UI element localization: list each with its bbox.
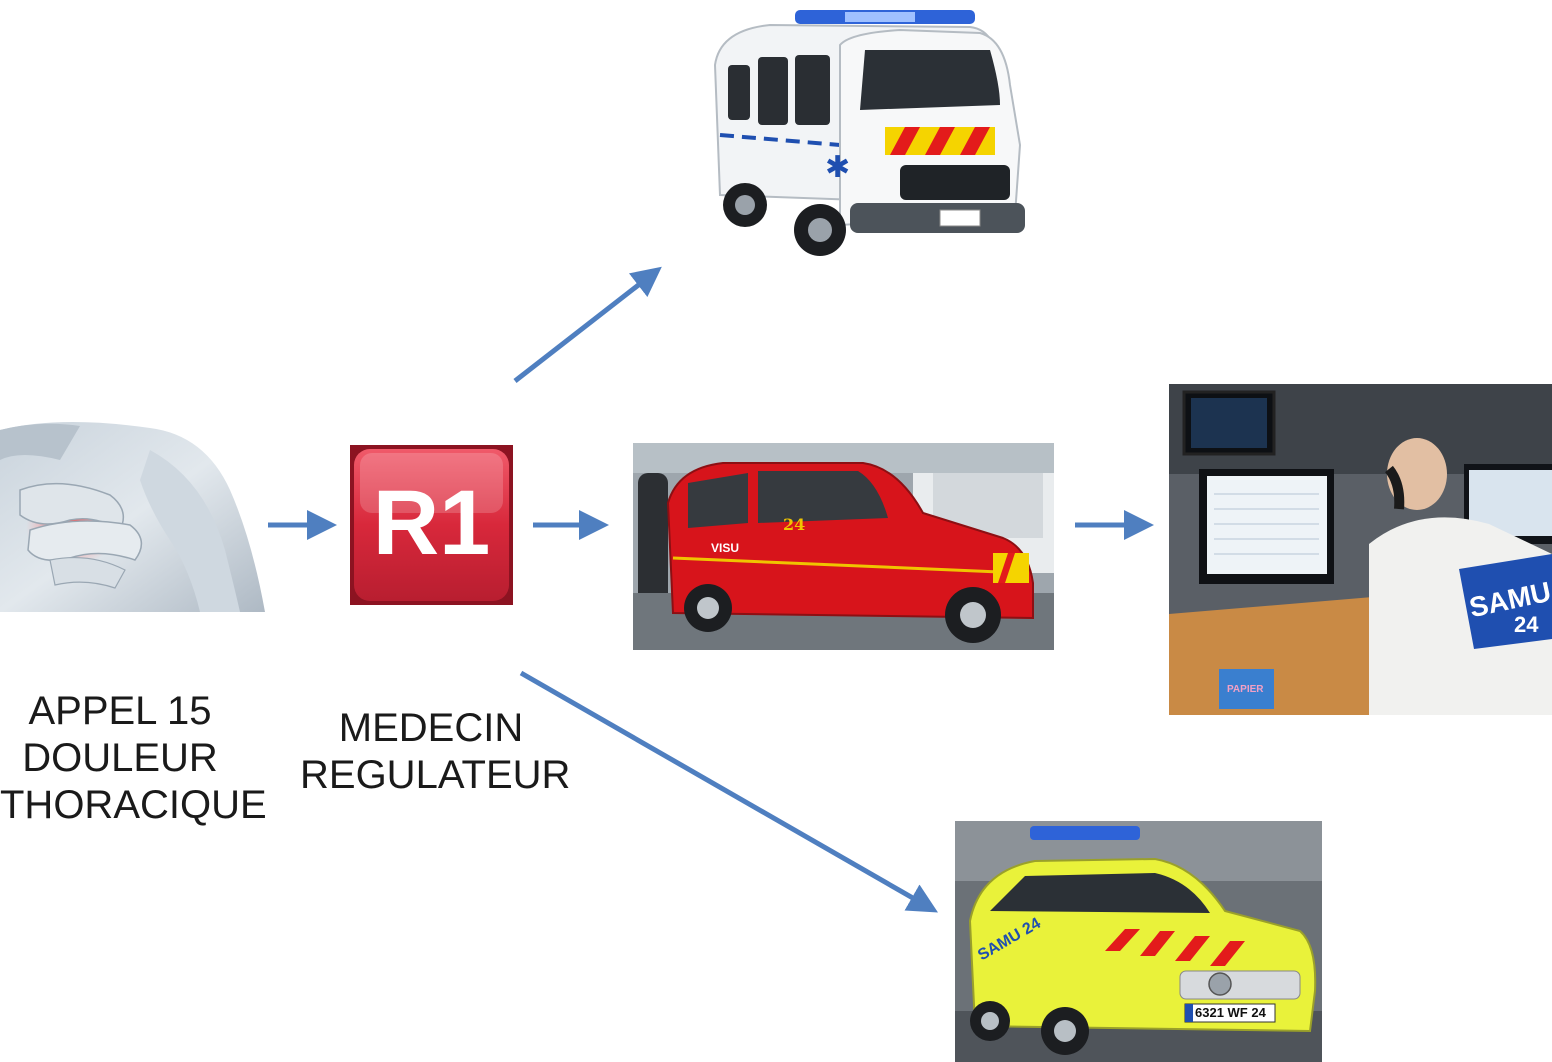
regulator-label-line-1: MEDECIN [338, 706, 524, 750]
caller-label-line-3: THORACIQUE [0, 783, 267, 827]
samu-car-image: SAMU 24 6321 WF 24 [955, 821, 1322, 1062]
visu-vehicle-image: VISU 24 [633, 443, 1054, 650]
dispatch-center-image: SAMU 24 PAPIER [1169, 384, 1552, 715]
arrow-regulator-to-samu-car [519, 670, 939, 913]
visu-number: 24 [783, 515, 806, 534]
regulator-label-line-2: REGULATEUR [300, 753, 571, 797]
caller-label-line-1: APPEL 15 [28, 689, 212, 733]
svg-text:✱: ✱ [825, 150, 850, 185]
regulator-label: MEDECIN REGULATEUR [300, 705, 571, 799]
caller-label-line-2: DOULEUR [22, 736, 218, 780]
patient-chest-pain-image [0, 420, 268, 612]
samu-car-plate: 6321 WF 24 [1195, 1005, 1266, 1020]
ambulance-image: ✱ [700, 5, 1040, 267]
arrow-regulator-to-ambulance [513, 266, 662, 383]
jacket-number: 24 [1514, 612, 1539, 637]
r1-badge-text: R1 [372, 472, 491, 574]
r1-badge: R1 [350, 445, 513, 605]
visu-text: VISU [711, 541, 740, 555]
box-text: PAPIER [1227, 684, 1264, 695]
caller-label: APPEL 15 DOULEUR THORACIQUE [0, 688, 267, 829]
